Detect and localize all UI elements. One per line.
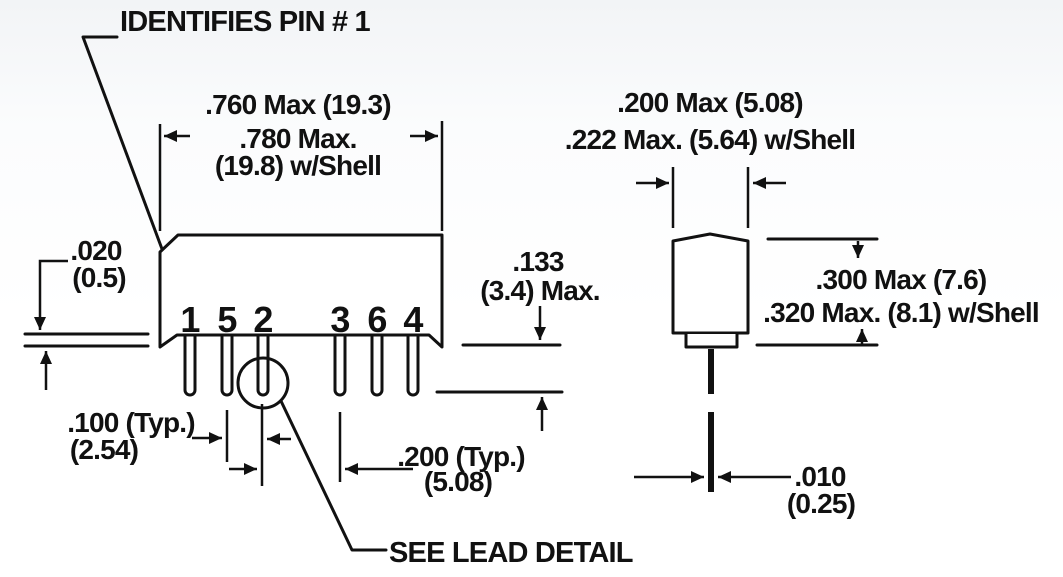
arrow-down-icon <box>34 259 68 330</box>
pin-label-4: 4 <box>403 299 423 340</box>
lead-length-line1: .133 <box>512 246 564 277</box>
front-view: 1 5 2 3 6 4 .760 Max (19.3) .780 Max. (1… <box>23 89 634 569</box>
body-width-line1: .760 Max (19.3) <box>205 89 391 120</box>
front-pin-4 <box>406 334 420 397</box>
pin1-identifier-callout: IDENTIFIES PIN # 1 <box>81 6 371 251</box>
standoff-line2: (0.5) <box>72 262 126 293</box>
pin-label-2: 2 <box>253 299 272 340</box>
pin-gap-line2: (5.08) <box>424 466 492 497</box>
front-pin-2 <box>256 334 270 397</box>
lead-diameter-line1: .010 <box>794 461 846 492</box>
standoff-dimension: .020 (0.5) <box>23 235 150 390</box>
front-pin-labels: 1 5 2 3 6 4 <box>180 299 424 340</box>
pin2-highlight-circle <box>236 356 290 410</box>
side-shell-step-outline <box>684 334 739 349</box>
body-height-line1: .300 Max (7.6) <box>816 264 987 295</box>
lead-diameter-dimension: .010 (0.25) <box>634 461 856 519</box>
lead-diameter-line2: (0.25) <box>787 488 855 519</box>
lead-detail-leader-line <box>279 399 388 552</box>
body-width-line2: .780 Max. <box>239 123 356 154</box>
body-width-dimension: .760 Max (19.3) .780 Max. (19.8) w/Shell <box>158 89 444 231</box>
front-body-outline <box>158 233 444 349</box>
front-pin-3 <box>333 334 347 397</box>
pin-gap-line1: .200 (Typ.) <box>397 441 525 472</box>
pin-label-6: 6 <box>367 299 386 340</box>
pin-pitch-line2: (2.54) <box>70 434 138 465</box>
pin-label-5: 5 <box>217 299 237 340</box>
front-pin-6 <box>370 334 384 397</box>
pin-label-1: 1 <box>180 299 200 340</box>
body-width-line3: (19.8) w/Shell <box>215 150 381 181</box>
body-height-line2: .320 Max. (8.1) w/Shell <box>763 297 1039 328</box>
lead-detail-callout: SEE LEAD DETAIL <box>236 356 634 569</box>
standoff-line1: .020 <box>70 235 122 266</box>
side-body-outline <box>671 232 750 335</box>
pin-gap-dimension: .200 (Typ.) (5.08) <box>229 412 526 497</box>
pin1-note-label: IDENTIFIES PIN # 1 <box>120 6 371 38</box>
pin-label-3: 3 <box>330 299 349 340</box>
pin1-leader-line <box>81 35 164 251</box>
pin-pitch-dimension: .100 (Typ.) (2.54) <box>67 404 291 486</box>
body-depth-line2: .222 Max. (5.64) w/Shell <box>565 124 856 155</box>
body-depth-dimension: .200 Max (5.08) .222 Max. (5.64) w/Shell <box>565 87 856 228</box>
front-pin-1 <box>183 334 197 397</box>
side-view: .200 Max (5.08) .222 Max. (5.64) w/Shell… <box>565 87 1040 519</box>
body-height-dimension: .300 Max (7.6) .320 Max. (8.1) w/Shell <box>755 237 1040 347</box>
body-depth-line1: .200 Max (5.08) <box>617 87 803 118</box>
lead-length-dimension: .133 (3.4) Max. <box>435 246 601 431</box>
front-pins <box>183 334 420 397</box>
pin-pitch-line1: .100 (Typ.) <box>67 407 195 438</box>
lead-length-line2: (3.4) Max. <box>480 275 600 306</box>
front-pin-5 <box>220 334 234 397</box>
lead-detail-label: SEE LEAD DETAIL <box>389 537 633 569</box>
